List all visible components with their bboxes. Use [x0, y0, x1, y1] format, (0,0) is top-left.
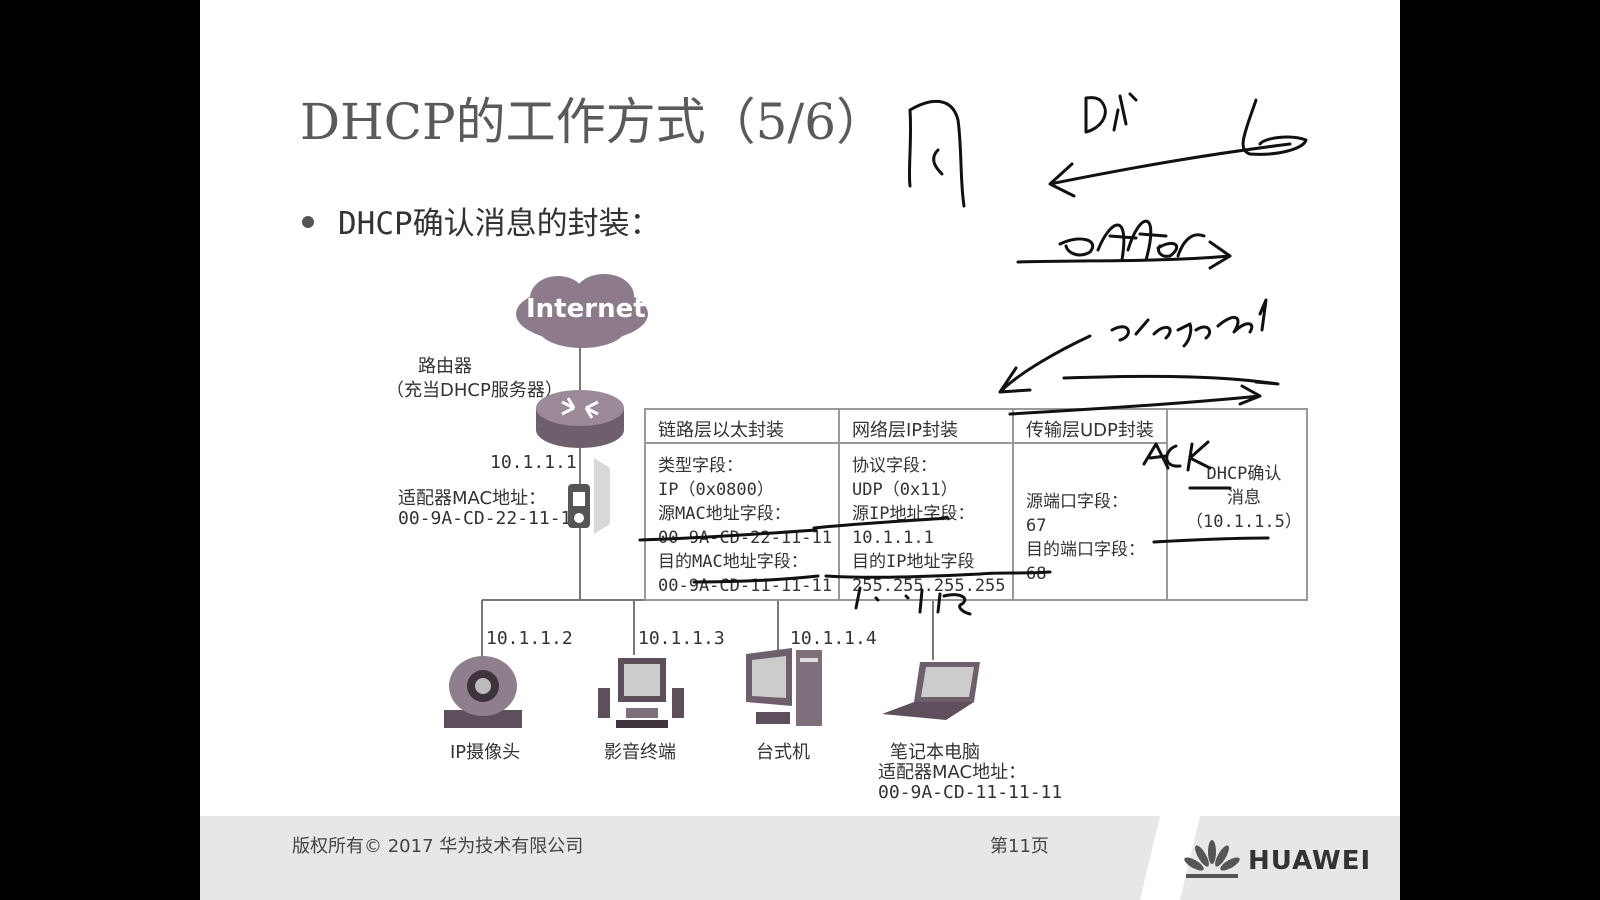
ip-camera-icon: [444, 656, 522, 728]
dst-ip-value: 255.255.255.255: [852, 576, 1006, 596]
dst-mac-label: 目的MAC地址字段：: [658, 552, 808, 572]
src-ip-value: 10.1.1.1: [852, 528, 934, 548]
media-terminal-label: 影音终端: [604, 742, 676, 763]
media-terminal-icon: [598, 658, 684, 728]
adapter-icon: [568, 458, 610, 534]
payload-column: DHCP确认 消息 （10.1.1.5）: [1168, 410, 1306, 599]
type-field-label: 类型字段：: [658, 456, 743, 476]
internet-label: Internet: [526, 294, 646, 324]
transport-layer-fields: 源端口字段： 67 目的端口字段： 68: [1026, 490, 1145, 586]
router-mac-label: 适配器MAC地址：: [398, 488, 547, 509]
protocol-field-value: UDP（0x11）: [852, 480, 958, 500]
huawei-brand: HUAWEI: [1248, 846, 1372, 876]
router-role: （充当DHCP服务器）: [386, 380, 563, 401]
desktop-label: 台式机: [756, 742, 810, 763]
protocol-field-label: 协议字段：: [852, 456, 937, 476]
src-port-value: 67: [1026, 516, 1047, 536]
page-number: 第11页: [990, 836, 1049, 857]
media-terminal-ip: 10.1.1.3: [638, 628, 725, 649]
desktop-icon: [746, 648, 822, 726]
transport-layer-header: 传输层UDP封装: [1014, 410, 1166, 444]
handwritten-annotations: [638, 92, 1308, 616]
bullet-dot-icon: [302, 216, 314, 228]
router-icon: [536, 390, 624, 448]
huawei-logo-icon: [1184, 840, 1240, 878]
network-layer-header: 网络层IP封装: [840, 410, 1012, 444]
dst-port-label: 目的端口字段：: [1026, 540, 1145, 560]
src-port-label: 源端口字段：: [1026, 492, 1128, 512]
router-ip: 10.1.1.1: [490, 452, 577, 473]
laptop-icon: [882, 662, 980, 720]
laptop-label: 笔记本电脑: [890, 742, 980, 763]
payload-line-1: DHCP确认: [1206, 464, 1282, 484]
router-name: 路由器: [418, 356, 472, 377]
payload-text: DHCP确认 消息 （10.1.1.5）: [1186, 462, 1302, 534]
transport-layer-column: 传输层UDP封装 源端口字段： 67 目的端口字段： 68: [1014, 410, 1168, 599]
camera-ip: 10.1.1.2: [486, 628, 573, 649]
slide-title: DHCP的工作方式（5/6）: [300, 93, 887, 151]
dst-ip-label: 目的IP地址字段: [852, 552, 975, 572]
link-layer-header: 链路层以太封装: [646, 410, 838, 444]
camera-label: IP摄像头: [450, 742, 521, 763]
type-field-value: IP（0x0800）: [658, 480, 774, 500]
payload-line-3: （10.1.1.5）: [1186, 512, 1302, 532]
internet-cloud-icon: [516, 274, 648, 348]
laptop-mac: 00-9A-CD-11-11-11: [878, 782, 1063, 803]
src-mac-label: 源MAC地址字段：: [658, 504, 791, 524]
payload-line-2: 消息: [1226, 488, 1261, 508]
slide: DHCP的工作方式（5/6） DHCP确认消息的封装： Internet 路由器…: [200, 0, 1400, 900]
router-mac: 00-9A-CD-22-11-11: [398, 508, 583, 529]
copyright-text: 版权所有© 2017 华为技术有限公司: [292, 836, 584, 857]
bullet-text: DHCP确认消息的封装：: [338, 206, 661, 242]
desktop-ip: 10.1.1.4: [790, 628, 877, 649]
footer-divider: [1140, 816, 1200, 900]
laptop-mac-label: 适配器MAC地址：: [878, 762, 1027, 783]
